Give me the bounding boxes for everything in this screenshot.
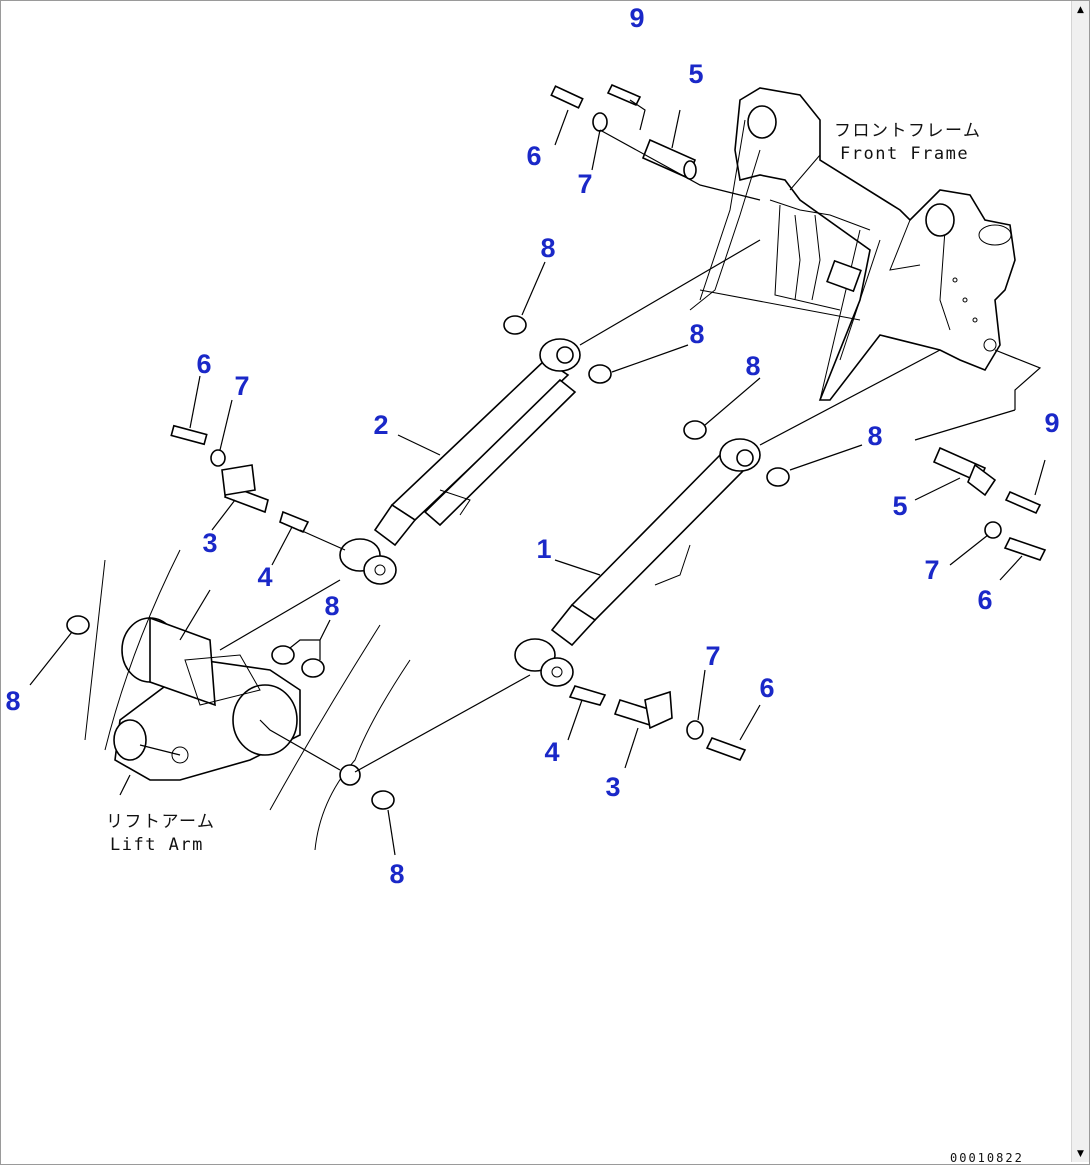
callout-6: 6: [526, 141, 541, 171]
callout-7: 7: [924, 555, 939, 585]
arrow-down-icon[interactable]: ▼: [1072, 1145, 1089, 1162]
callout-9: 9: [1044, 408, 1059, 438]
callout-8: 8: [867, 421, 882, 451]
front-frame-label-en: Front Frame: [840, 144, 969, 164]
callout-8: 8: [5, 686, 20, 716]
callout-1: 1: [536, 534, 551, 564]
drawing-code: 00010822: [950, 1151, 1024, 1165]
callouts: 9 5 6 7 8 8 6 7 2 8 8 3 4 1 5 9 7 6 8 8 …: [5, 3, 1059, 889]
callout-7: 7: [234, 371, 249, 401]
callout-7: 7: [705, 641, 720, 671]
callout-2: 2: [373, 410, 388, 440]
text-labels: フロントフレーム Front Frame リフトアーム Lift Arm 000…: [106, 121, 1024, 1165]
callout-9: 9: [629, 3, 644, 33]
callout-6: 6: [759, 673, 774, 703]
callout-5: 5: [688, 59, 703, 89]
leader-lines: [29, 99, 1046, 856]
callout-8: 8: [689, 319, 704, 349]
lift-cylinder-2: [339, 338, 581, 585]
lift-cylinder-1: [514, 438, 761, 687]
callout-8: 8: [540, 233, 555, 263]
callout-7: 7: [577, 169, 592, 199]
front-frame-label-jp: フロントフレーム: [834, 121, 982, 141]
callout-6: 6: [196, 349, 211, 379]
callout-8: 8: [745, 351, 760, 381]
callout-3: 3: [605, 772, 620, 802]
callout-8: 8: [324, 591, 339, 621]
callout-4: 4: [544, 737, 559, 767]
arrow-up-icon[interactable]: ▲: [1072, 1, 1089, 18]
lift-arm-label-jp: リフトアーム: [106, 812, 215, 832]
callout-8: 8: [389, 859, 404, 889]
callout-4: 4: [257, 562, 272, 592]
vertical-scrollbar[interactable]: ▲ ▼: [1071, 1, 1089, 1162]
lift-arm-label-en: Lift Arm: [110, 835, 204, 855]
callout-6: 6: [977, 585, 992, 615]
callout-5: 5: [892, 491, 907, 521]
small-parts: [66, 83, 1047, 810]
callout-3: 3: [202, 528, 217, 558]
lift-arm: [84, 549, 411, 851]
front-frame: [689, 87, 1016, 401]
